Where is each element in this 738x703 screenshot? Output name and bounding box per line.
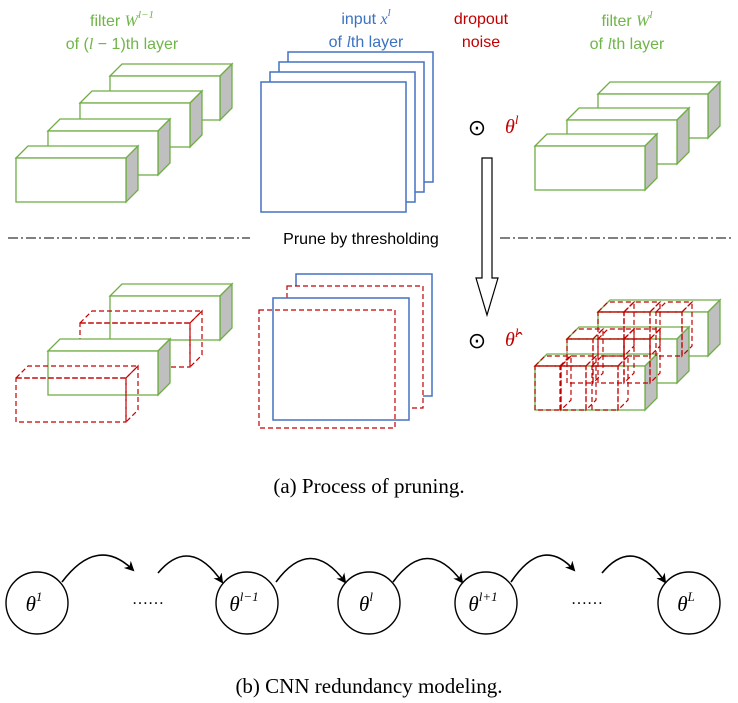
label-dropout: dropout noise xyxy=(454,11,509,51)
theta-node: θ1 xyxy=(5,571,69,635)
theta-node: θl+1 xyxy=(454,571,518,635)
svg-text:of lth layer: of lth layer xyxy=(329,34,404,51)
odot-symbol: ⊙ xyxy=(468,329,486,354)
svg-text:noise: noise xyxy=(462,34,500,51)
node-label: θl−1 xyxy=(229,589,258,616)
filter-box xyxy=(14,144,140,204)
theta-node: θl−1 xyxy=(215,571,279,635)
pruned-channel-box xyxy=(654,300,694,358)
node-circle xyxy=(657,571,721,635)
filter-stack-cur-layer xyxy=(533,80,722,192)
label-filter-prev: filter Wl−1 of (l − 1)th layer xyxy=(66,9,179,53)
chain-arrow xyxy=(392,557,464,584)
svg-text:of (l − 1)th layer: of (l − 1)th layer xyxy=(66,36,179,53)
pruned-channel-box xyxy=(565,327,605,385)
pruned-channel-box xyxy=(622,300,662,358)
pruned-input-feature-maps xyxy=(258,273,433,429)
down-arrow xyxy=(475,157,499,318)
node-circle xyxy=(215,571,279,635)
node-circle xyxy=(454,571,518,635)
label-filter-cur: filter Wl of lth layer xyxy=(590,9,665,53)
node-label: θL xyxy=(677,589,695,616)
theta-node: θL xyxy=(657,571,721,635)
prune-divider: Prune by thresholding xyxy=(8,231,732,248)
feature-map xyxy=(260,81,407,213)
svg-text:input xl: input xl xyxy=(341,7,390,28)
pruned-filter-stack-cur-layer xyxy=(533,298,722,412)
theta-node: θl xyxy=(337,571,401,635)
label-input: input xl of lth layer xyxy=(329,7,404,51)
chain-arrow xyxy=(157,555,224,584)
svg-text:dropout: dropout xyxy=(454,11,509,28)
input-feature-maps xyxy=(260,51,434,213)
pruned-channel-box xyxy=(558,354,598,412)
pruned-feature-map xyxy=(258,309,396,429)
pruned-filter-box xyxy=(14,364,140,424)
chain-arrow xyxy=(601,555,667,584)
pruned-filter-stack-prev-layer xyxy=(14,282,234,424)
theta-symbol: θl xyxy=(505,112,519,138)
filter-box xyxy=(533,132,659,192)
filter-box xyxy=(46,337,172,397)
filter-stack-prev-layer xyxy=(14,62,234,204)
node-circle xyxy=(337,571,401,635)
node-circle xyxy=(5,571,69,635)
caption-a: (a) Process of pruning. xyxy=(273,474,464,498)
chain-arrow xyxy=(275,557,347,584)
odot-symbol: ⊙ xyxy=(468,116,486,141)
caption-b: (b) CNN redundancy modeling. xyxy=(235,674,502,698)
node-label: θl+1 xyxy=(468,589,497,616)
chain-ellipsis: …… xyxy=(132,591,164,608)
node-label: θ1 xyxy=(26,589,43,616)
svg-text:filter Wl: filter Wl xyxy=(601,9,652,30)
feature-map xyxy=(272,297,410,421)
svg-text:of lth layer: of lth layer xyxy=(590,36,665,53)
svg-text:filter Wl−1: filter Wl−1 xyxy=(90,9,154,30)
chain-arrow xyxy=(61,554,135,583)
pruned-channel-box xyxy=(533,354,573,412)
pruned-dropout-multiply: ⊙ θ̂l xyxy=(468,325,523,354)
chain-arrow xyxy=(510,554,576,583)
pruned-channel-box xyxy=(590,354,630,412)
node-label: θl xyxy=(359,589,373,616)
filter-box xyxy=(108,282,234,342)
pruned-channel-box xyxy=(622,327,662,385)
redundancy-chain: θ1 θl−1 θl θl+1 θL …… …… xyxy=(5,554,721,635)
prune-label: Prune by thresholding xyxy=(283,231,439,248)
chain-ellipsis: …… xyxy=(571,591,603,608)
dropout-noise-multiply: ⊙ θl xyxy=(468,112,519,141)
theta-hat-symbol: θ̂l xyxy=(505,325,523,351)
